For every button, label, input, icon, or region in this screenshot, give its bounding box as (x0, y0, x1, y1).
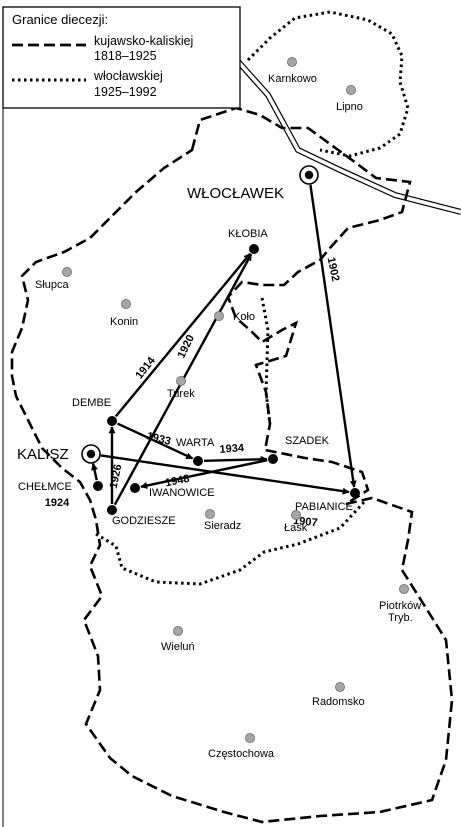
arrow-1934 (203, 455, 268, 463)
label-chelmce: CHEŁMCE (18, 481, 72, 493)
town-dot-radomsko (335, 682, 345, 692)
station-dot-dembe (107, 416, 117, 426)
arrow-1902 (309, 184, 357, 488)
town-dot-wielun (173, 626, 183, 636)
station-dot-klobia (249, 244, 259, 254)
station-dot-chelmce (93, 481, 103, 491)
label-kalisz: KALISZ (17, 446, 69, 463)
label-lipno: Lipno (336, 101, 363, 113)
label-lask: Łask (284, 522, 308, 534)
station-dot-iwanowice (130, 483, 140, 493)
year-label-1920: 1920 (176, 333, 198, 360)
label-dembe: DEMBE (72, 397, 111, 409)
year-label-1933: 1933 (145, 430, 172, 448)
legend-box (2, 6, 241, 109)
year-label-1926: 1926 (108, 463, 125, 489)
label-godziesze: GODZIESZE (112, 515, 176, 527)
label-szadek: SZADEK (285, 435, 330, 447)
arrow-1914 (114, 252, 252, 418)
year-label-1902: 1902 (325, 256, 342, 282)
town-dot-slupca (62, 267, 72, 277)
legend: Granice diecezji: kujawsko-kaliskiej 181… (2, 6, 241, 109)
town-dot-turek (176, 376, 186, 386)
town-dot-karnkowo (287, 57, 297, 67)
legend-item-2-name: włocławskiej (93, 69, 163, 83)
station-dot-warta (193, 456, 203, 466)
arrow-1907 (100, 454, 350, 495)
arrow-1924 (91, 463, 98, 481)
arrow-1933 (116, 422, 194, 460)
label-czestochowa: Częstochowa (208, 748, 275, 760)
border-kujawsko-kaliskiej (10, 106, 454, 824)
border-wloclawskiej (246, 10, 410, 158)
label-kolo: Koło (233, 311, 255, 323)
town-dot-lipno (346, 85, 356, 95)
label-konin: Konin (110, 316, 138, 328)
year-label-1948: 1948 (164, 473, 190, 490)
label-iwanowice: IWANOWICE (149, 487, 215, 499)
label-wloclawek: WŁOCŁAWEK (187, 185, 284, 202)
town-dot-konin (121, 299, 131, 309)
legend-item-1-period: 1818–1925 (94, 49, 157, 63)
label-warta: WARTA (176, 437, 215, 449)
town-dot-piotrkow-tryb (399, 584, 409, 594)
town-dot-lask (291, 510, 301, 520)
legend-title: Granice diecezji: (12, 12, 108, 27)
station-dot-pabianice (350, 488, 360, 498)
label-turek: Turek (167, 388, 195, 400)
label-sieradz: Sieradz (204, 520, 241, 532)
town-dot-czestochowa (245, 733, 255, 743)
capital-dot-wloclawek (304, 170, 314, 180)
town-dot-sieradz (205, 509, 215, 519)
year-label-1934: 1934 (219, 442, 245, 456)
label-karnkowo: Karnkowo (268, 73, 317, 85)
places-layer: WŁOCŁAWEK KALISZ KŁOBIA DEMBE WARTA SZADEK CHE… (17, 57, 421, 760)
year-label-1924: 1924 (45, 497, 70, 509)
move-arrows (91, 184, 357, 506)
arrow-1948 (140, 459, 268, 489)
label-klobia: KŁOBIA (228, 228, 268, 240)
label-slupca: Słupca (35, 279, 70, 291)
label-radomsko: Radomsko (312, 696, 365, 708)
town-dot-kolo (214, 311, 224, 321)
legend-item-1-name: kujawsko-kaliskiej (94, 34, 193, 48)
legend-item-2-period: 1925–1992 (94, 85, 157, 99)
label-pabianice: PABIANICE (295, 501, 353, 513)
station-dot-godziesze (107, 505, 117, 515)
label-wielun: Wieluń (161, 641, 195, 653)
capital-dot-kalisz (86, 449, 96, 459)
station-dot-szadek (268, 454, 278, 464)
